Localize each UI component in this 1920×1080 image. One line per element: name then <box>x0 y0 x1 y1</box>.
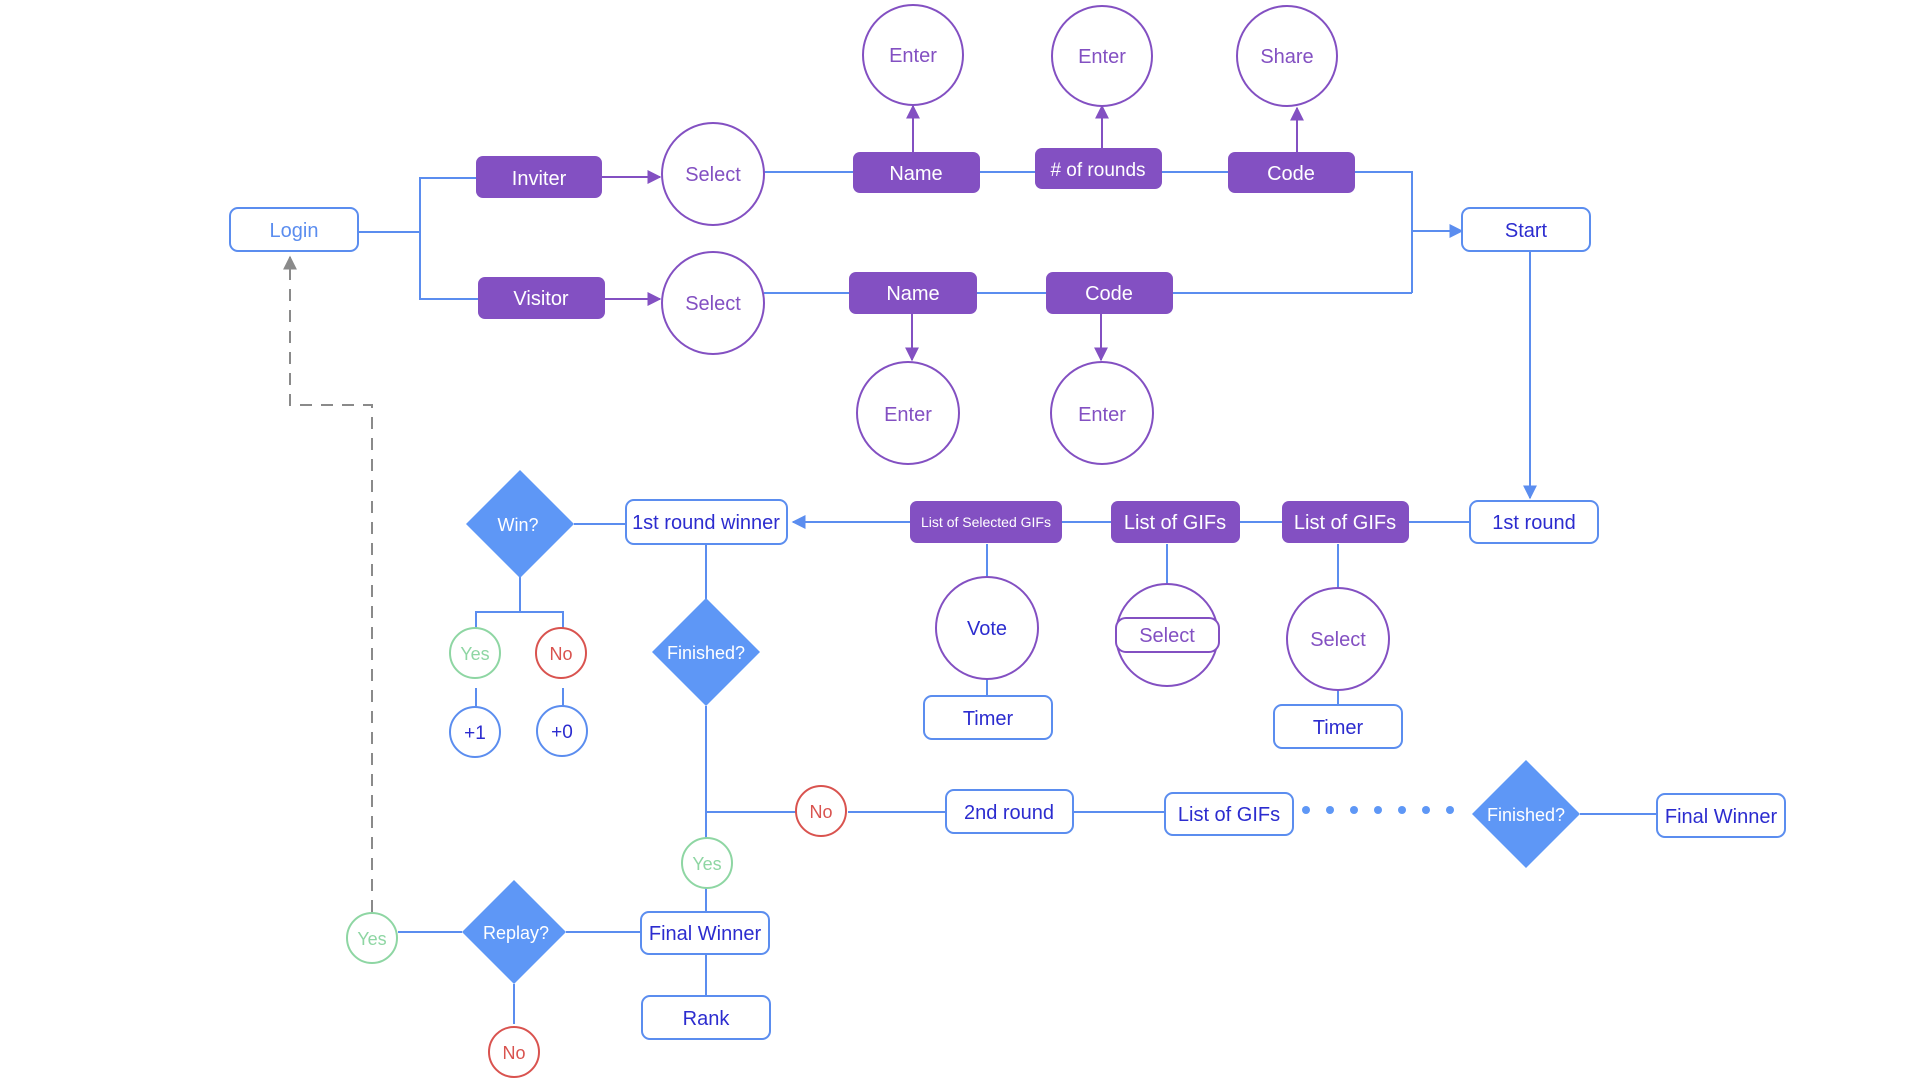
finished-decision-1-label: Finished? <box>667 643 745 663</box>
select-2-label: Select <box>1310 629 1366 651</box>
list-gifs-3-label: List of GIFs <box>1178 804 1280 826</box>
yes-replay-node[interactable]: Yes <box>346 912 398 964</box>
list-gifs-2-node[interactable]: List of GIFs <box>1282 501 1409 543</box>
enter-name-inviter-label: Enter <box>889 45 937 67</box>
no-win-node[interactable]: No <box>535 627 587 679</box>
vote-label: Vote <box>967 618 1007 640</box>
plus-one-node[interactable]: +1 <box>449 706 501 758</box>
inviter-label: Inviter <box>512 168 567 190</box>
finished-decision-2[interactable]: Finished? <box>1472 760 1580 868</box>
score-circles: +1 +0 <box>449 705 588 758</box>
connectors <box>283 104 1657 1024</box>
login-node[interactable]: Login <box>229 207 359 252</box>
enter-rounds-circle[interactable]: Enter <box>1051 5 1153 107</box>
replay-decision-label: Replay? <box>483 923 549 943</box>
replay-decision[interactable]: Replay? <box>462 880 566 984</box>
name-visitor-label: Name <box>886 283 939 305</box>
name-visitor-node[interactable]: Name <box>849 272 977 314</box>
purple-circles: Enter Enter Share Select Select Enter En… <box>661 4 1390 691</box>
first-round-label: 1st round <box>1492 512 1575 534</box>
timer-2-node[interactable]: Timer <box>1273 704 1403 749</box>
enter-code-visitor-label: Enter <box>1078 404 1126 426</box>
code-inviter-node[interactable]: Code <box>1228 152 1355 193</box>
login-label: Login <box>270 220 319 242</box>
enter-name-visitor-label: Enter <box>884 404 932 426</box>
select-1-pill[interactable]: Select <box>1115 617 1220 653</box>
share-code-circle[interactable]: Share <box>1236 5 1338 107</box>
name-inviter-node[interactable]: Name <box>853 152 980 193</box>
list-selected-gifs-label: List of Selected GIFs <box>921 514 1051 530</box>
connector-replay-login-dashed <box>283 255 373 912</box>
timer-1-node[interactable]: Timer <box>923 695 1053 740</box>
list-selected-gifs-node[interactable]: List of Selected GIFs <box>910 501 1062 543</box>
yes-finished-label: Yes <box>692 854 721 874</box>
code-inviter-label: Code <box>1267 163 1315 185</box>
continuation-dots <box>1302 806 1454 814</box>
list-gifs-2-label: List of GIFs <box>1294 512 1396 534</box>
blue-boxes: Login Start 1st round 1st round winner T… <box>229 207 1786 1040</box>
connector-login-branch <box>357 177 478 300</box>
visitor-label: Visitor <box>513 288 569 310</box>
yes-win-label: Yes <box>460 644 489 664</box>
first-round-winner-node[interactable]: 1st round winner <box>625 499 788 545</box>
rank-node[interactable]: Rank <box>641 995 771 1040</box>
start-label: Start <box>1505 220 1548 242</box>
select-inviter-circle[interactable]: Select <box>661 122 765 226</box>
enter-name-visitor-circle[interactable]: Enter <box>856 361 960 465</box>
code-visitor-label: Code <box>1085 283 1133 305</box>
select-inviter-label: Select <box>685 164 741 186</box>
vote-circle[interactable]: Vote <box>935 576 1039 680</box>
inviter-node[interactable]: Inviter <box>476 156 602 198</box>
final-winner-right-node[interactable]: Final Winner <box>1656 793 1786 838</box>
win-decision-label: Win? <box>497 515 538 535</box>
select-visitor-label: Select <box>685 293 741 315</box>
yes-replay-label: Yes <box>357 929 386 949</box>
select-2-circle[interactable]: Select <box>1286 587 1390 691</box>
win-decision[interactable]: Win? <box>466 470 574 578</box>
no-finished-node[interactable]: No <box>795 785 847 837</box>
plus-zero-label: +0 <box>551 722 573 743</box>
connector-code-start <box>1355 171 1464 238</box>
final-winner-main-label: Final Winner <box>649 923 762 945</box>
plus-zero-node[interactable]: +0 <box>536 705 588 757</box>
enter-code-visitor-circle[interactable]: Enter <box>1050 361 1154 465</box>
second-round-label: 2nd round <box>964 802 1054 824</box>
select-visitor-circle[interactable]: Select <box>661 251 765 355</box>
select-1-label: Select <box>1139 625 1195 647</box>
plus-one-label: +1 <box>464 723 486 744</box>
no-replay-node[interactable]: No <box>488 1026 540 1078</box>
rank-label: Rank <box>683 1008 731 1030</box>
no-finished-label: No <box>809 802 832 822</box>
name-inviter-label: Name <box>889 163 942 185</box>
final-winner-main-node[interactable]: Final Winner <box>640 911 770 955</box>
yes-win-node[interactable]: Yes <box>449 627 501 679</box>
list-gifs-3-node[interactable]: List of GIFs <box>1164 792 1294 836</box>
second-round-node[interactable]: 2nd round <box>945 789 1074 834</box>
final-winner-right-label: Final Winner <box>1665 806 1778 828</box>
rounds-label: # of rounds <box>1050 160 1145 181</box>
rounds-node[interactable]: # of rounds <box>1035 148 1162 189</box>
enter-rounds-label: Enter <box>1078 46 1126 68</box>
timer-1-label: Timer <box>963 708 1014 730</box>
list-gifs-1-node[interactable]: List of GIFs <box>1111 501 1240 543</box>
first-round-node[interactable]: 1st round <box>1469 500 1599 544</box>
no-replay-label: No <box>502 1043 525 1063</box>
start-node[interactable]: Start <box>1461 207 1591 252</box>
connector-win-yes-no <box>475 576 564 635</box>
code-visitor-node[interactable]: Code <box>1046 272 1173 314</box>
timer-2-label: Timer <box>1313 717 1364 739</box>
decision-answers: Yes No No Yes Yes No <box>346 627 847 1078</box>
share-code-label: Share <box>1260 46 1313 68</box>
finished-decision-2-label: Finished? <box>1487 805 1565 825</box>
list-gifs-1-label: List of GIFs <box>1124 512 1226 534</box>
finished-decision-1[interactable]: Finished? <box>652 598 760 706</box>
first-round-winner-label: 1st round winner <box>632 512 780 534</box>
decision-diamonds: Win? Finished? Finished? Replay? <box>462 470 1580 984</box>
yes-finished-node[interactable]: Yes <box>681 837 733 889</box>
no-win-label: No <box>549 644 572 664</box>
visitor-node[interactable]: Visitor <box>478 277 605 319</box>
purple-pills: Inviter Visitor Name # of rounds Code Na… <box>476 148 1409 543</box>
enter-name-inviter-circle[interactable]: Enter <box>862 4 964 106</box>
